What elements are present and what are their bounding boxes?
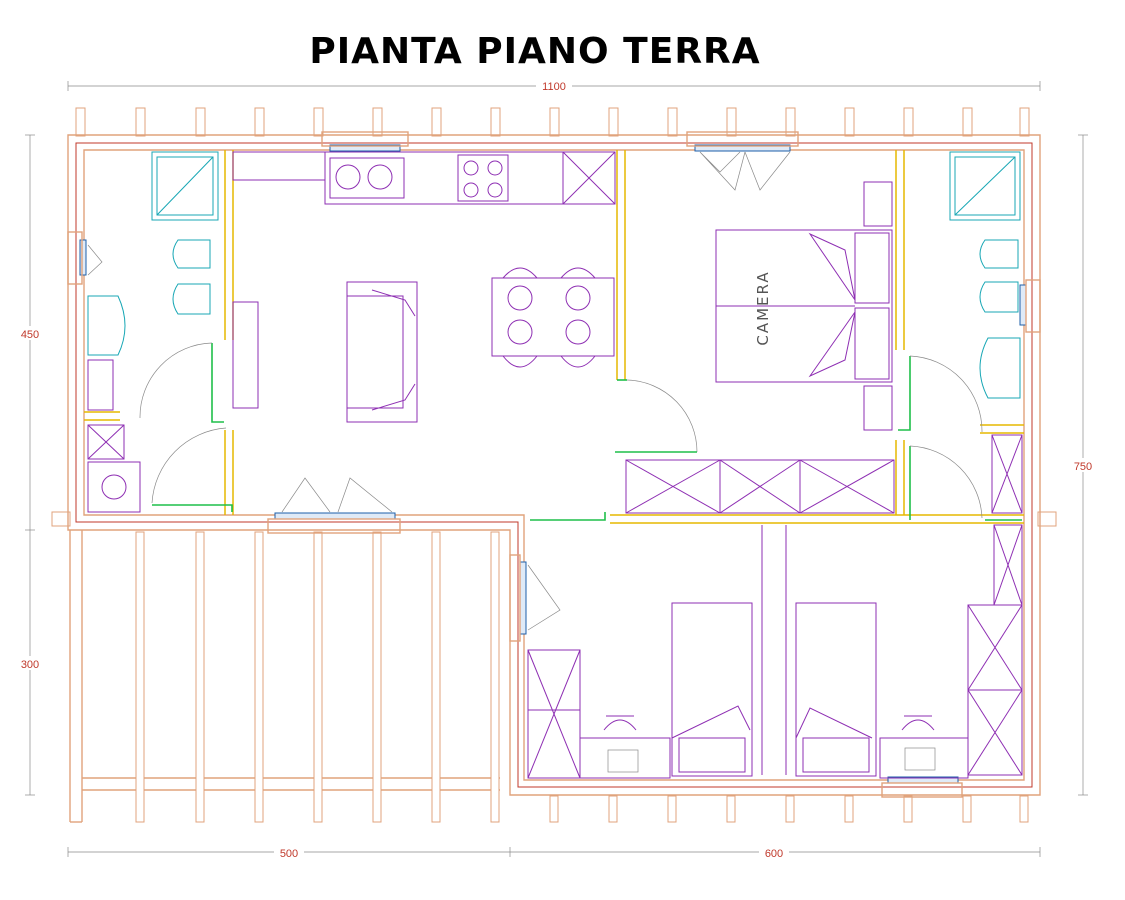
lower-bedroom	[527, 524, 1023, 779]
porch-posts-top	[75, 107, 1030, 137]
doors	[139, 342, 1022, 521]
interior-walls	[84, 150, 1024, 524]
plan-title: PIANTA PIANO TERRA	[309, 31, 760, 72]
windows	[67, 131, 1041, 798]
right-bathroom	[949, 151, 1023, 514]
room-label-camera: CAMERA	[754, 270, 772, 345]
kitchen-counter	[232, 151, 616, 205]
dim-left-upper: 450	[21, 329, 39, 341]
exterior-walls	[67, 134, 1041, 796]
beam-stubs	[51, 511, 1057, 527]
living-dining-furniture	[232, 267, 615, 423]
dim-bottom-right: 600	[765, 848, 783, 860]
dim-left-lower: 300	[21, 659, 39, 671]
porch-posts-bottom	[549, 795, 1029, 823]
left-bathroom	[87, 151, 219, 513]
dim-bottom-left: 500	[280, 848, 298, 860]
dim-right-height: 750	[1074, 461, 1092, 473]
window-swings	[87, 151, 791, 631]
camera-bedroom: CAMERA	[625, 181, 895, 514]
dim-top-width: 1100	[542, 81, 566, 93]
dimension-lines: 1100 450 300 750 500 600	[16, 78, 1097, 860]
porch-deck-lower-left	[69, 530, 500, 823]
